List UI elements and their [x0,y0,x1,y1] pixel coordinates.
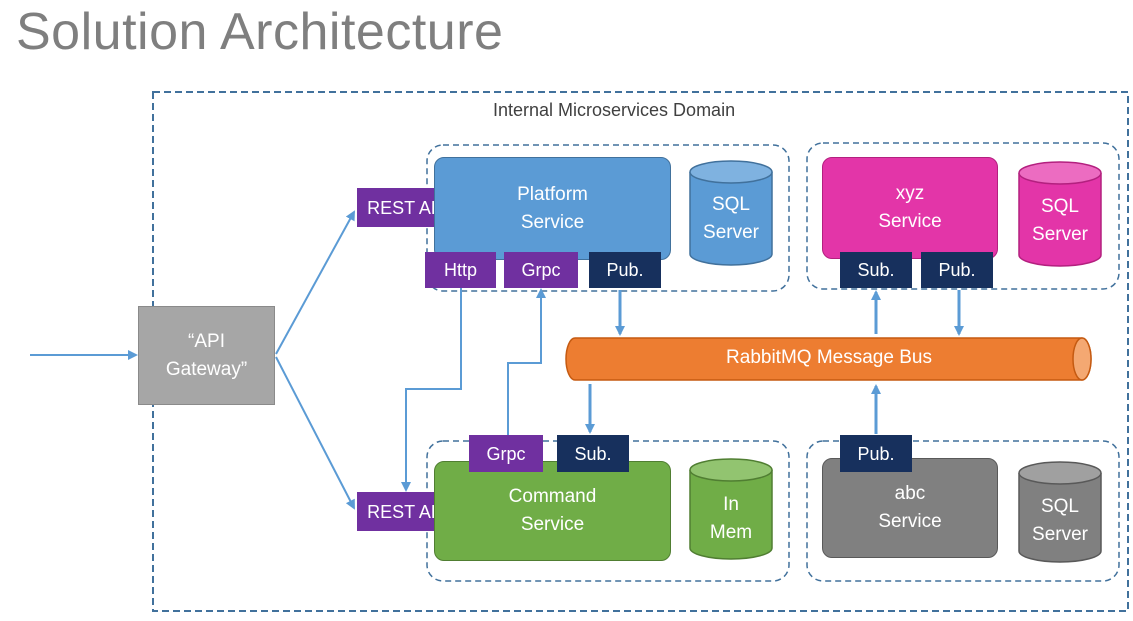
abc-sql-server-cylinder [1018,461,1102,563]
platform-db-label: SQL Server [703,194,759,243]
gateway-to-rest-bottom-arrow [275,356,355,510]
command-db-label: In Mem [709,494,753,543]
command-in-mem-cylinder [689,458,773,560]
xyz-service[interactable]: xyz Service [822,157,998,259]
command-grpc-to-platform-grpc-connector [507,288,546,436]
platform-service[interactable]: Platform Service [434,157,671,260]
platform-pub-tag[interactable]: Pub. [589,252,661,288]
abc-service[interactable]: abc Service [822,458,998,558]
abc-group-boundary [806,440,1120,582]
rabbitmq-bus-cylinder [565,337,1092,381]
http-to-rest-bottom-connector [401,288,462,492]
gateway-to-rest-top-arrow [275,210,355,355]
platform-grpc-tag[interactable]: Grpc [504,252,578,288]
page-title: Solution Architecture [16,3,504,61]
command-service[interactable]: Command Service [434,461,671,561]
platform-sql-server-cylinder [689,160,773,266]
abc-pub-tag[interactable]: Pub. [840,435,912,472]
xyz-sub-tag[interactable]: Sub. [840,252,912,288]
abc-db-label: SQL Server [1032,496,1088,545]
xyz-db-label: SQL Server [1032,196,1088,245]
platform-http-tag[interactable]: Http [425,252,496,288]
api-gateway[interactable]: “API Gateway” [138,306,275,405]
xyz-sql-server-cylinder [1018,161,1102,267]
xyz-group-boundary [806,142,1120,290]
xyz-pub-tag[interactable]: Pub. [921,252,993,288]
rabbitmq-bus-label: RabbitMQ Message Bus [726,347,932,368]
command-grpc-tag[interactable]: Grpc [469,435,543,472]
command-sub-tag[interactable]: Sub. [557,435,629,472]
domain-label: Internal Microservices Domain [493,100,736,120]
